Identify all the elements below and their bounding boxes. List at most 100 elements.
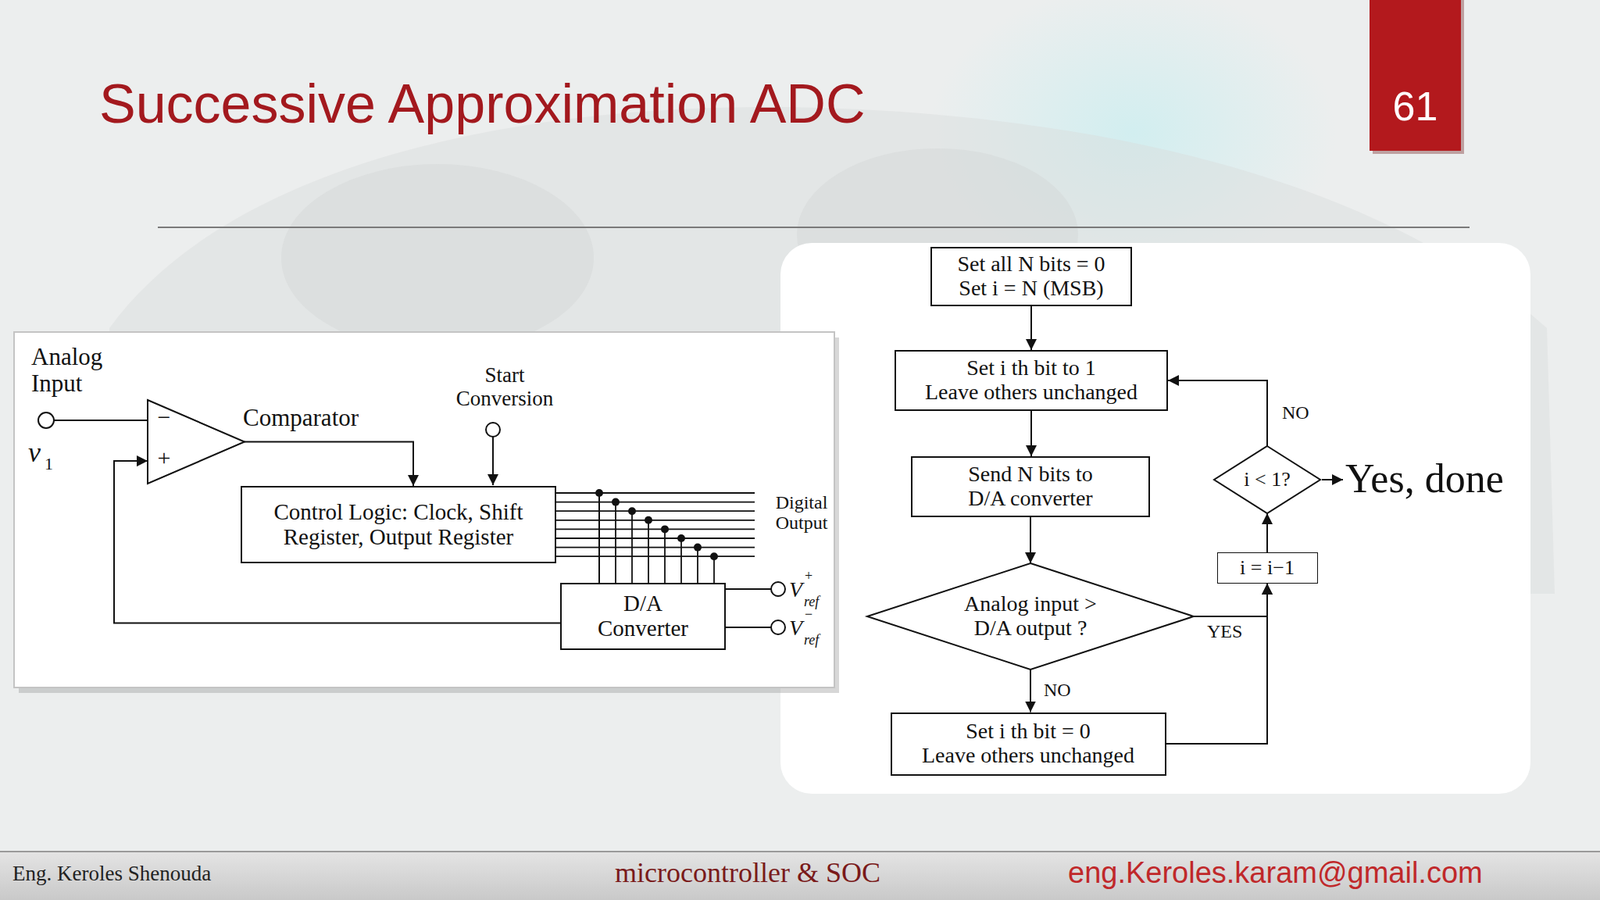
page-number-box: [1369, 0, 1461, 151]
flow-arrow: [1030, 306, 1033, 350]
pin-sign: +: [155, 444, 173, 471]
vref-terminal: [771, 620, 786, 635]
bus-drop: [680, 538, 683, 583]
slide-title: Successive Approximation ADC: [99, 76, 865, 132]
process-box: Set all N bits = 0Set i = N (MSB): [930, 246, 1133, 307]
bus-connector: [556, 492, 600, 583]
flow-arrow: [1029, 669, 1032, 713]
signal-name: v: [28, 437, 41, 469]
bus-drop: [713, 556, 715, 583]
decision-diamond: i < 1?: [1214, 446, 1321, 514]
outline: [147, 400, 245, 484]
bus-dots: [595, 489, 718, 561]
flow-arrow: [1167, 380, 1268, 447]
footer-rule: [0, 850, 1600, 853]
node-text: Leave others unchanged: [921, 743, 1135, 768]
decision-diamond: Analog input > D/A output ?: [867, 563, 1194, 670]
bus-drop: [614, 502, 617, 583]
done-arrow: [1321, 478, 1343, 481]
bus-line: [556, 510, 755, 512]
node-text: i < 1?: [1243, 468, 1290, 492]
course-name: microcontroller & SOC: [614, 857, 881, 890]
vref-wire: [725, 626, 772, 629]
start-wire: [492, 436, 494, 486]
input-wire: [53, 419, 148, 422]
reference-name: V: [789, 616, 803, 641]
author-name: Eng. Keroles Shenouda: [12, 862, 211, 886]
junction-dot: [644, 516, 653, 525]
bus-drop: [664, 528, 666, 583]
node-text: Analog input > D/A output ?: [945, 592, 1116, 641]
bus-line: [556, 546, 755, 549]
outline: [1214, 446, 1321, 514]
process-box: Set i th bit to 1Leave others unchanged: [894, 350, 1168, 411]
node-text: Send N bits to D/A converter: [956, 462, 1105, 511]
bus-line: [556, 528, 755, 531]
pin-sign: −: [155, 403, 173, 430]
node-text: D/A Converter: [589, 591, 697, 642]
control-logic-box: Control Logic: Clock, Shift Register, Ou…: [240, 485, 557, 564]
flow-arrow: [244, 442, 414, 487]
edge-label: YES: [1204, 621, 1245, 642]
process-box: Set i th bit = 0Leave others unchanged: [890, 712, 1167, 776]
junction-dot: [693, 543, 702, 552]
bus-drop: [631, 510, 633, 583]
output-label: Digital Output: [769, 492, 834, 534]
edge-label: NO: [1041, 679, 1074, 700]
flow-arrow: [1266, 513, 1268, 553]
node-text: Set i th bit to 1: [966, 356, 1097, 381]
bus-line: [556, 555, 755, 558]
page-number: 61: [1369, 85, 1461, 127]
junction-dot: [611, 498, 620, 507]
bus-line: [556, 501, 755, 504]
input-label: Analog Input: [31, 343, 125, 397]
result-note: Yes, done: [1345, 456, 1504, 501]
bus-drop: [647, 520, 650, 583]
process-box: Send N bits to D/A converter: [910, 456, 1150, 518]
vref-wire: [725, 588, 772, 590]
data-bus: [556, 492, 755, 583]
signal-subscript: 1: [44, 454, 54, 474]
title-rule: [157, 226, 1470, 229]
dac-box: D/A Converter: [560, 582, 726, 650]
node-text: Set i th bit = 0: [965, 719, 1091, 744]
input-terminal: [38, 412, 54, 429]
bus-drop: [696, 547, 699, 583]
flow-arrow: [1166, 583, 1268, 744]
car-detail: [281, 164, 594, 352]
footer-bar: [0, 851, 1600, 900]
node-text: Set i = N (MSB): [958, 276, 1104, 301]
flow-arrow: [1029, 517, 1032, 564]
junction-dot: [677, 534, 686, 543]
bus-line: [556, 537, 755, 540]
node-text: Set all N bits = 0: [957, 252, 1105, 277]
junction-dot: [660, 525, 669, 533]
author-email: eng.Keroles.karam@gmail.com: [1067, 857, 1483, 890]
reference-name: V: [789, 578, 803, 603]
outline: [867, 563, 1194, 670]
node-text: Leave others unchanged: [925, 380, 1138, 405]
junction-dot: [710, 552, 718, 561]
edge-label: NO: [1279, 402, 1312, 423]
bus-line: [556, 519, 755, 522]
reference-subscript: ref: [803, 632, 819, 649]
junction-dot: [628, 507, 636, 515]
flow-arrow: [1030, 410, 1033, 457]
reference-sign: +: [804, 568, 813, 585]
vref-terminal: [771, 582, 786, 597]
flow-arrow: [1193, 583, 1268, 617]
node-text: i = i−1: [1239, 557, 1295, 580]
flowchart-panel: [780, 242, 1531, 794]
node-text: Comparator: [242, 404, 359, 432]
process-box: i = i−1: [1217, 552, 1318, 584]
input-label: Start Conversion: [442, 364, 568, 411]
reference-sign: −: [804, 607, 813, 623]
start-terminal: [485, 422, 500, 437]
circuit-panel: [14, 332, 835, 688]
node-text: Control Logic: Clock, Shift Register, Ou…: [250, 500, 547, 550]
flow-arrow: [114, 460, 561, 623]
